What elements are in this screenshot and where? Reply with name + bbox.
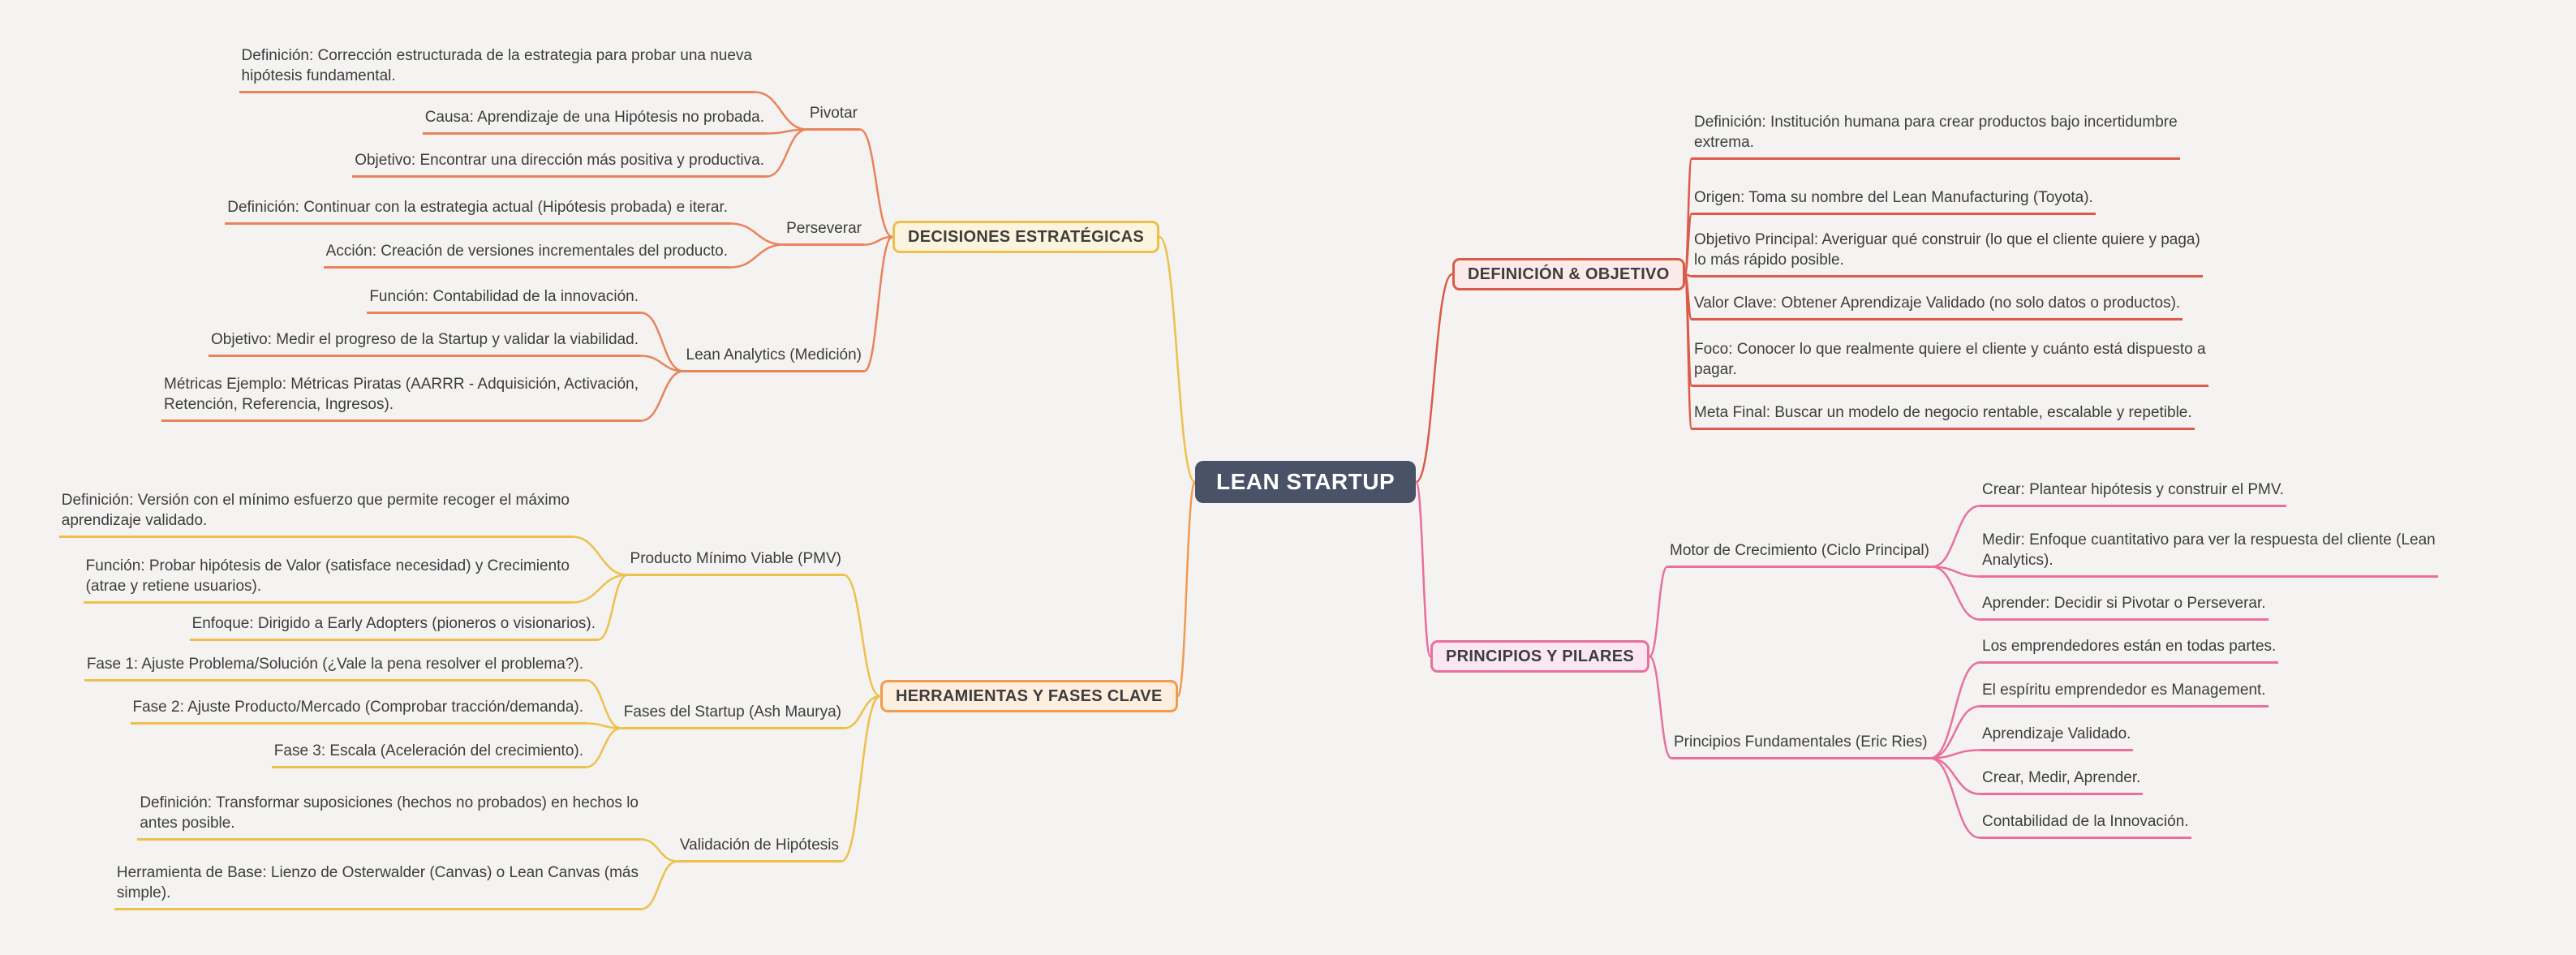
leaf-node[interactable]: Definición: Corrección estructurada de l… [239,45,755,93]
leaf-node[interactable]: Definición: Versión con el mínimo esfuer… [58,490,572,538]
subtopic-pmv[interactable]: Producto Mínimo Viable (PMV) [627,548,844,576]
leaf-node[interactable]: Medir: Enfoque cuantitativo para ver la … [1980,530,2438,578]
leaf-node[interactable]: Objetivo: Encontrar una dirección más po… [352,150,767,178]
subtopic-motor-crecimiento[interactable]: Motor de Crecimiento (Ciclo Principal) [1667,540,1932,568]
leaf-node[interactable]: Definición: Continuar con la estrategia … [225,197,730,225]
subtopic-validacion-hipotesis[interactable]: Validación de Hipótesis [677,835,841,863]
leaf-node[interactable]: Los emprendedores están en todas partes. [1980,636,2279,664]
leaf-node[interactable]: Función: Contabilidad de la innovación. [367,286,641,314]
branch-principios-pilares[interactable]: PRINCIPIOS Y PILARES [1430,640,1649,673]
subtopic-perseverar[interactable]: Perseverar [784,218,864,246]
leaf-node[interactable]: Valor Clave: Obtener Aprendizaje Validad… [1692,293,2183,320]
leaf-node[interactable]: Fase 3: Escala (Aceleración del crecimie… [271,741,586,768]
leaf-node[interactable]: Foco: Conocer lo que realmente quiere el… [1692,339,2208,387]
leaf-node[interactable]: Fase 1: Ajuste Problema/Solución (¿Vale … [84,654,586,682]
leaf-node[interactable]: Meta Final: Buscar un modelo de negocio … [1692,402,2195,430]
leaf-node[interactable]: Causa: Aprendizaje de una Hipótesis no p… [422,107,767,135]
leaf-node[interactable]: Objetivo: Medir el progreso de la Startu… [209,329,641,357]
leaf-node[interactable]: Herramienta de Base: Lienzo de Osterwald… [114,863,641,910]
leaf-node[interactable]: Métricas Ejemplo: Métricas Piratas (AARR… [161,374,641,422]
subtopic-principios-fundamentales[interactable]: Principios Fundamentales (Eric Ries) [1671,732,1930,759]
central-topic[interactable]: LEAN STARTUP [1195,461,1417,503]
leaf-node[interactable]: Definición: Transformar suposiciones (he… [137,793,641,841]
branch-definicion-objetivo[interactable]: DEFINICIÓN & OBJETIVO [1452,258,1685,290]
subtopic-fases-startup[interactable]: Fases del Startup (Ash Maurya) [621,702,844,729]
subtopic-pivotar[interactable]: Pivotar [806,103,860,131]
leaf-node[interactable]: Objetivo Principal: Averiguar qué constr… [1692,230,2203,277]
leaf-node[interactable]: Contabilidad de la Innovación. [1980,811,2191,839]
leaf-node[interactable]: Aprender: Decidir si Pivotar o Persevera… [1980,593,2269,621]
leaf-node[interactable]: Origen: Toma su nombre del Lean Manufact… [1692,187,2096,215]
leaf-node[interactable]: Aprendizaje Validado. [1980,724,2134,751]
leaf-node[interactable]: Enfoque: Dirigido a Early Adopters (pion… [189,613,598,641]
branch-herramientas-fases[interactable]: HERRAMIENTAS Y FASES CLAVE [880,680,1178,712]
leaf-node[interactable]: El espíritu emprendedor es Management. [1980,680,2269,708]
subtopic-lean-analytics[interactable]: Lean Analytics (Medición) [683,345,864,372]
leaf-node[interactable]: Fase 2: Ajuste Producto/Mercado (Comprob… [130,697,586,725]
leaf-node[interactable]: Función: Probar hipótesis de Valor (sati… [83,556,572,604]
leaf-node[interactable]: Acción: Creación de versiones incrementa… [323,241,730,269]
leaf-node[interactable]: Definición: Institución humana para crea… [1692,112,2180,160]
branch-decisiones-estrategicas[interactable]: DECISIONES ESTRATÉGICAS [892,221,1160,253]
leaf-node[interactable]: Crear: Plantear hipótesis y construir el… [1980,480,2287,507]
leaf-node[interactable]: Crear, Medir, Aprender. [1980,768,2144,795]
